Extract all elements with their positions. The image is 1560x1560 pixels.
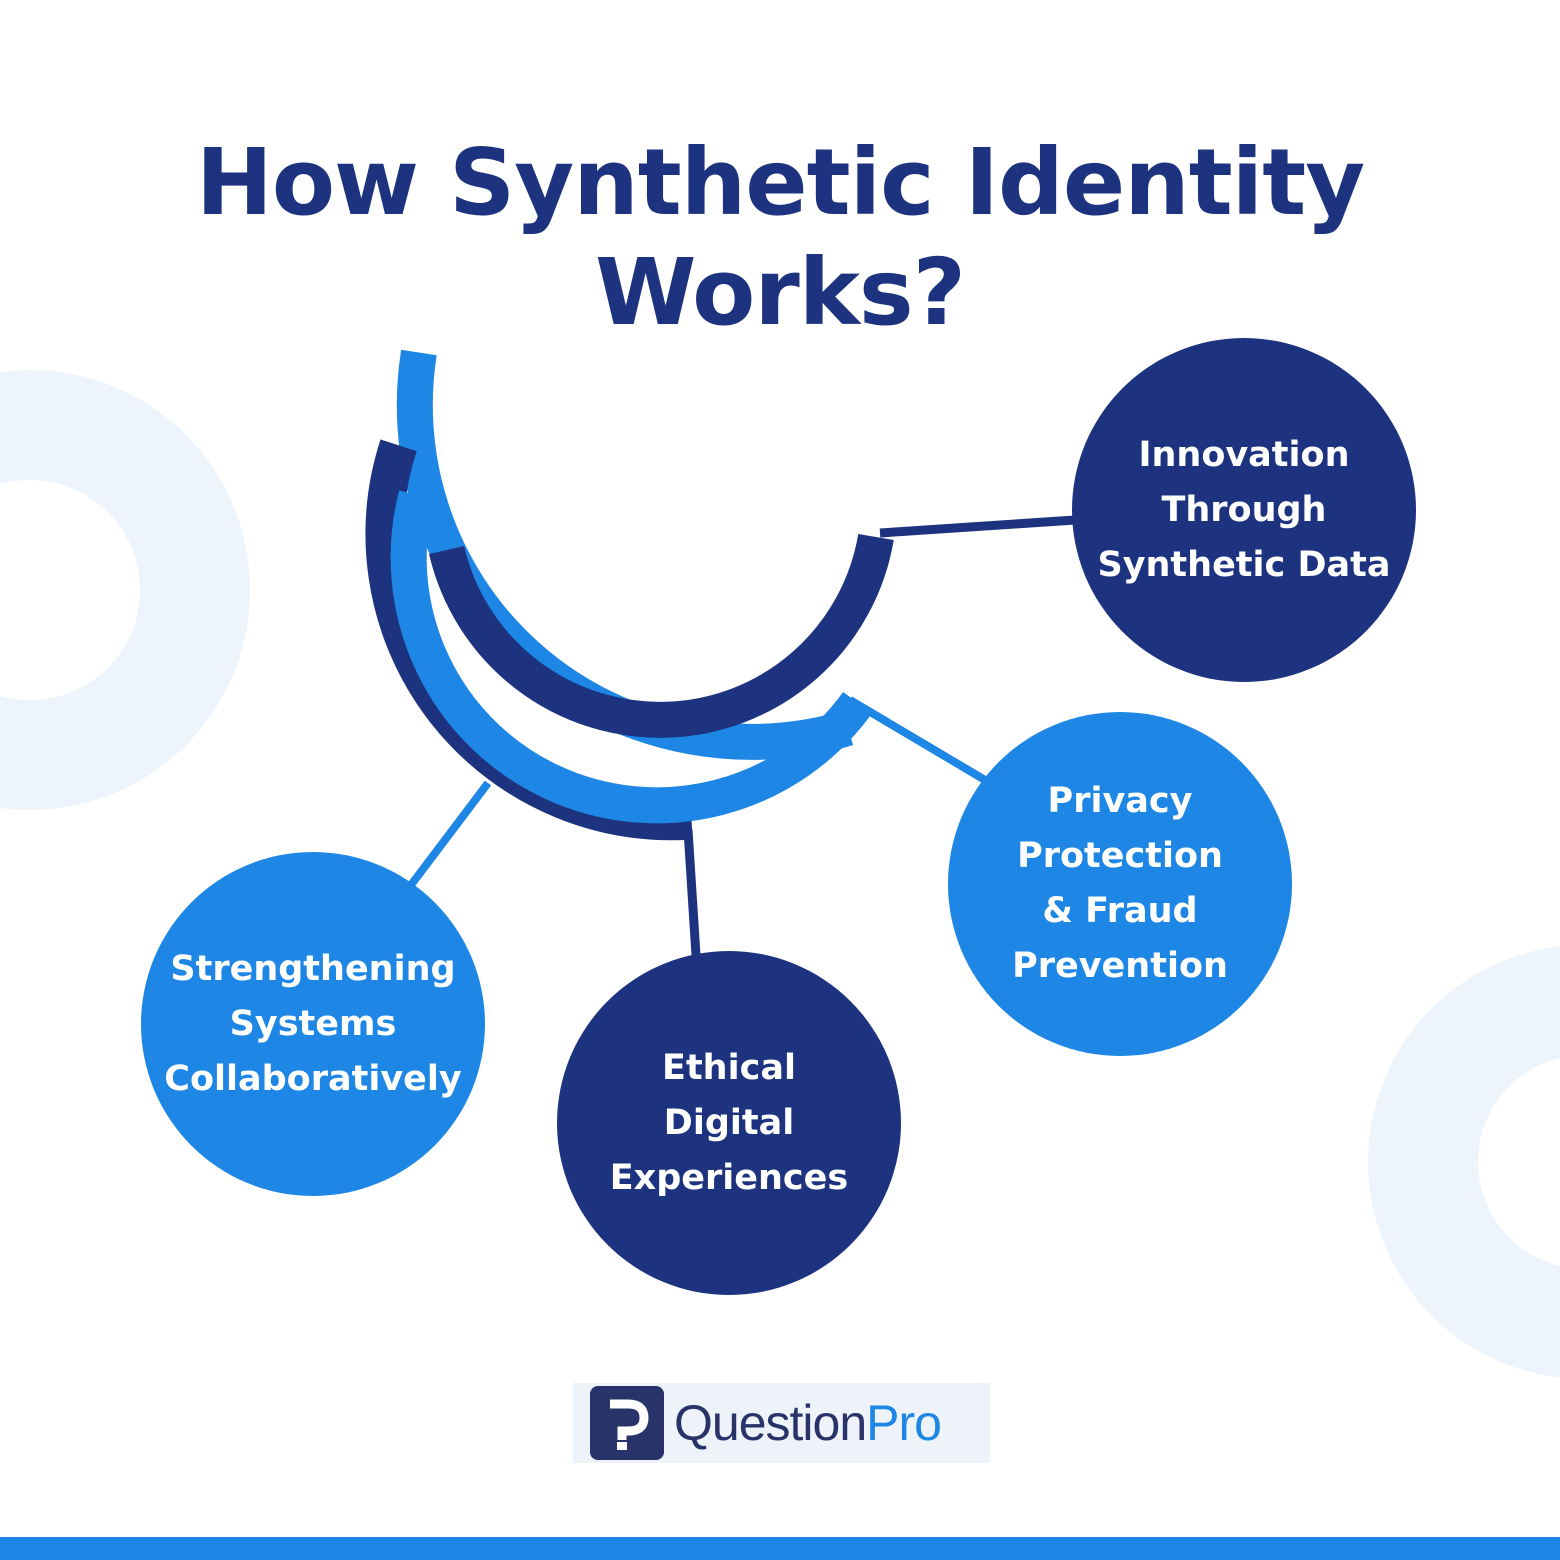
node-line: Prevention (1012, 946, 1228, 986)
decorative-ring-left (0, 370, 250, 810)
questionpro-logo-icon (590, 1386, 664, 1460)
logo-wordmark: QuestionPro (674, 1383, 942, 1463)
decorative-ring-right (1368, 946, 1560, 1378)
connector-line-strengthening (407, 780, 492, 888)
node-line: Systems (229, 1003, 397, 1044)
connector-line-ethical (683, 829, 701, 956)
node-line: Strengthening (170, 948, 456, 989)
node-line: Experiences (609, 1157, 849, 1198)
footer-bar (0, 1537, 1560, 1560)
node-strengthening: Strengthening Systems Collaboratively (141, 852, 485, 1196)
node-line: Synthetic Data (1097, 544, 1391, 585)
node-line: Protection (1017, 836, 1223, 876)
node-innovation: Innovation Through Synthetic Data (1072, 338, 1416, 682)
arc-light-2 (390, 490, 873, 824)
questionpro-logo: QuestionPro (573, 1383, 990, 1463)
node-line: Innovation (1138, 434, 1350, 475)
node-line: Privacy (1047, 781, 1193, 821)
connector-line-privacy (847, 696, 988, 784)
page-title: How Synthetic Identity Works? (195, 129, 1365, 346)
node-line: Digital (663, 1102, 795, 1143)
node-line: Collaboratively (164, 1058, 462, 1099)
node-ethical: Ethical Digital Experiences (557, 951, 901, 1295)
node-privacy: Privacy Protection & Fraud Prevention (948, 712, 1292, 1056)
connector-line-innovation (879, 515, 1076, 538)
node-line: & Fraud (1042, 891, 1198, 931)
logo-text-pro: Pro (866, 1395, 942, 1451)
arc-inner-dark (429, 534, 894, 738)
node-line: Ethical (662, 1047, 796, 1088)
node-line: Through (1161, 489, 1327, 530)
logo-text-question: Question (674, 1395, 867, 1451)
